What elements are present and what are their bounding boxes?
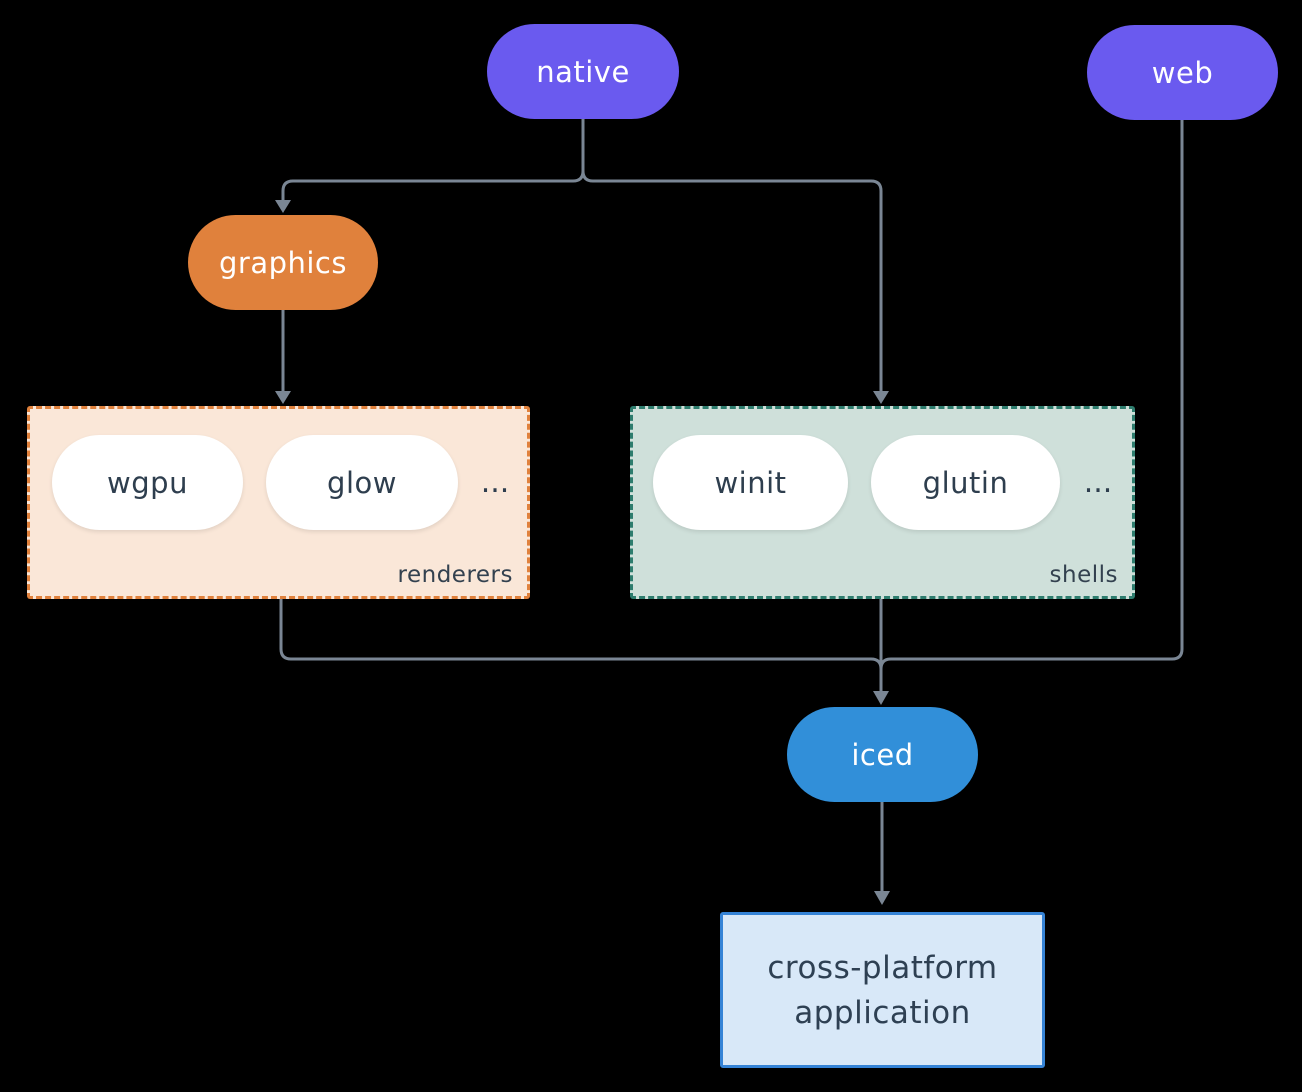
node-wgpu-label: wgpu bbox=[107, 465, 188, 500]
arrowhead-into-shells bbox=[873, 391, 889, 404]
node-web-label: web bbox=[1151, 55, 1214, 90]
node-glutin-label: glutin bbox=[922, 465, 1009, 500]
renderers-ellipsis: ... bbox=[480, 465, 510, 500]
node-native-label: native bbox=[536, 54, 630, 89]
group-renderers-label: renderers bbox=[397, 562, 513, 588]
node-cross-platform-application: cross-platform application bbox=[720, 912, 1045, 1068]
node-wgpu: wgpu bbox=[52, 435, 243, 530]
node-glow: glow bbox=[266, 435, 458, 530]
shells-ellipsis: ... bbox=[1083, 465, 1113, 500]
node-iced: iced bbox=[787, 707, 978, 802]
node-graphics: graphics bbox=[188, 215, 378, 310]
arrowhead-into-application bbox=[874, 891, 890, 905]
node-graphics-label: graphics bbox=[218, 245, 347, 280]
node-winit-label: winit bbox=[714, 465, 787, 500]
arrowhead-into-renderers bbox=[275, 391, 291, 404]
group-shells-label: shells bbox=[1049, 562, 1118, 588]
node-iced-label: iced bbox=[851, 737, 914, 772]
node-glow-label: glow bbox=[327, 465, 397, 500]
edge-renderers-iced bbox=[279, 599, 883, 680]
arrowhead-into-iced bbox=[873, 691, 889, 705]
edge-native-graphics bbox=[281, 119, 585, 201]
node-native: native bbox=[487, 24, 679, 119]
node-glutin: glutin bbox=[871, 435, 1060, 530]
arrowhead-into-graphics bbox=[275, 200, 291, 213]
node-web: web bbox=[1087, 25, 1278, 120]
application-label-line1: cross-platform bbox=[767, 949, 998, 986]
node-winit: winit bbox=[653, 435, 848, 530]
edge-native-shells bbox=[581, 119, 883, 392]
group-shells: winit glutin ... shells bbox=[630, 406, 1135, 599]
application-label-line2: application bbox=[794, 994, 971, 1031]
group-renderers: wgpu glow ... renderers bbox=[27, 406, 530, 599]
